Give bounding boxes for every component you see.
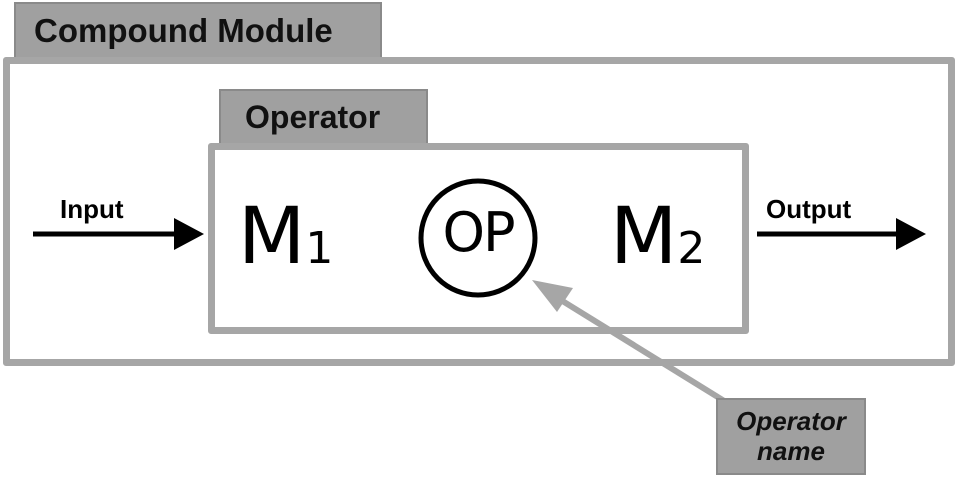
callout-pointer-arrow — [532, 280, 744, 415]
callout-line-1: Operator — [736, 405, 846, 436]
operator-title: Operator — [245, 98, 381, 135]
compound-module-tab: Compound Module — [14, 2, 382, 60]
output-arrow — [757, 218, 926, 250]
left-model-label: M1 — [238, 198, 333, 276]
right-model-label: M2 — [610, 198, 705, 276]
operator-symbol: OP — [442, 201, 515, 264]
compound-module-frame — [3, 57, 955, 366]
input-arrow — [33, 218, 204, 250]
operator-name-callout: Operator name — [716, 398, 866, 475]
operator-circle — [418, 178, 538, 298]
input-label: Input — [60, 194, 124, 224]
operator-frame — [208, 143, 749, 334]
compound-module-title: Compound Module — [34, 12, 333, 49]
output-label: Output — [766, 194, 852, 224]
right-model-index: 2 — [677, 223, 706, 274]
left-model-index: 1 — [305, 223, 334, 274]
left-model-letter: M — [238, 192, 306, 282]
callout-line-2: name — [757, 435, 825, 466]
right-model-letter: M — [610, 192, 678, 282]
